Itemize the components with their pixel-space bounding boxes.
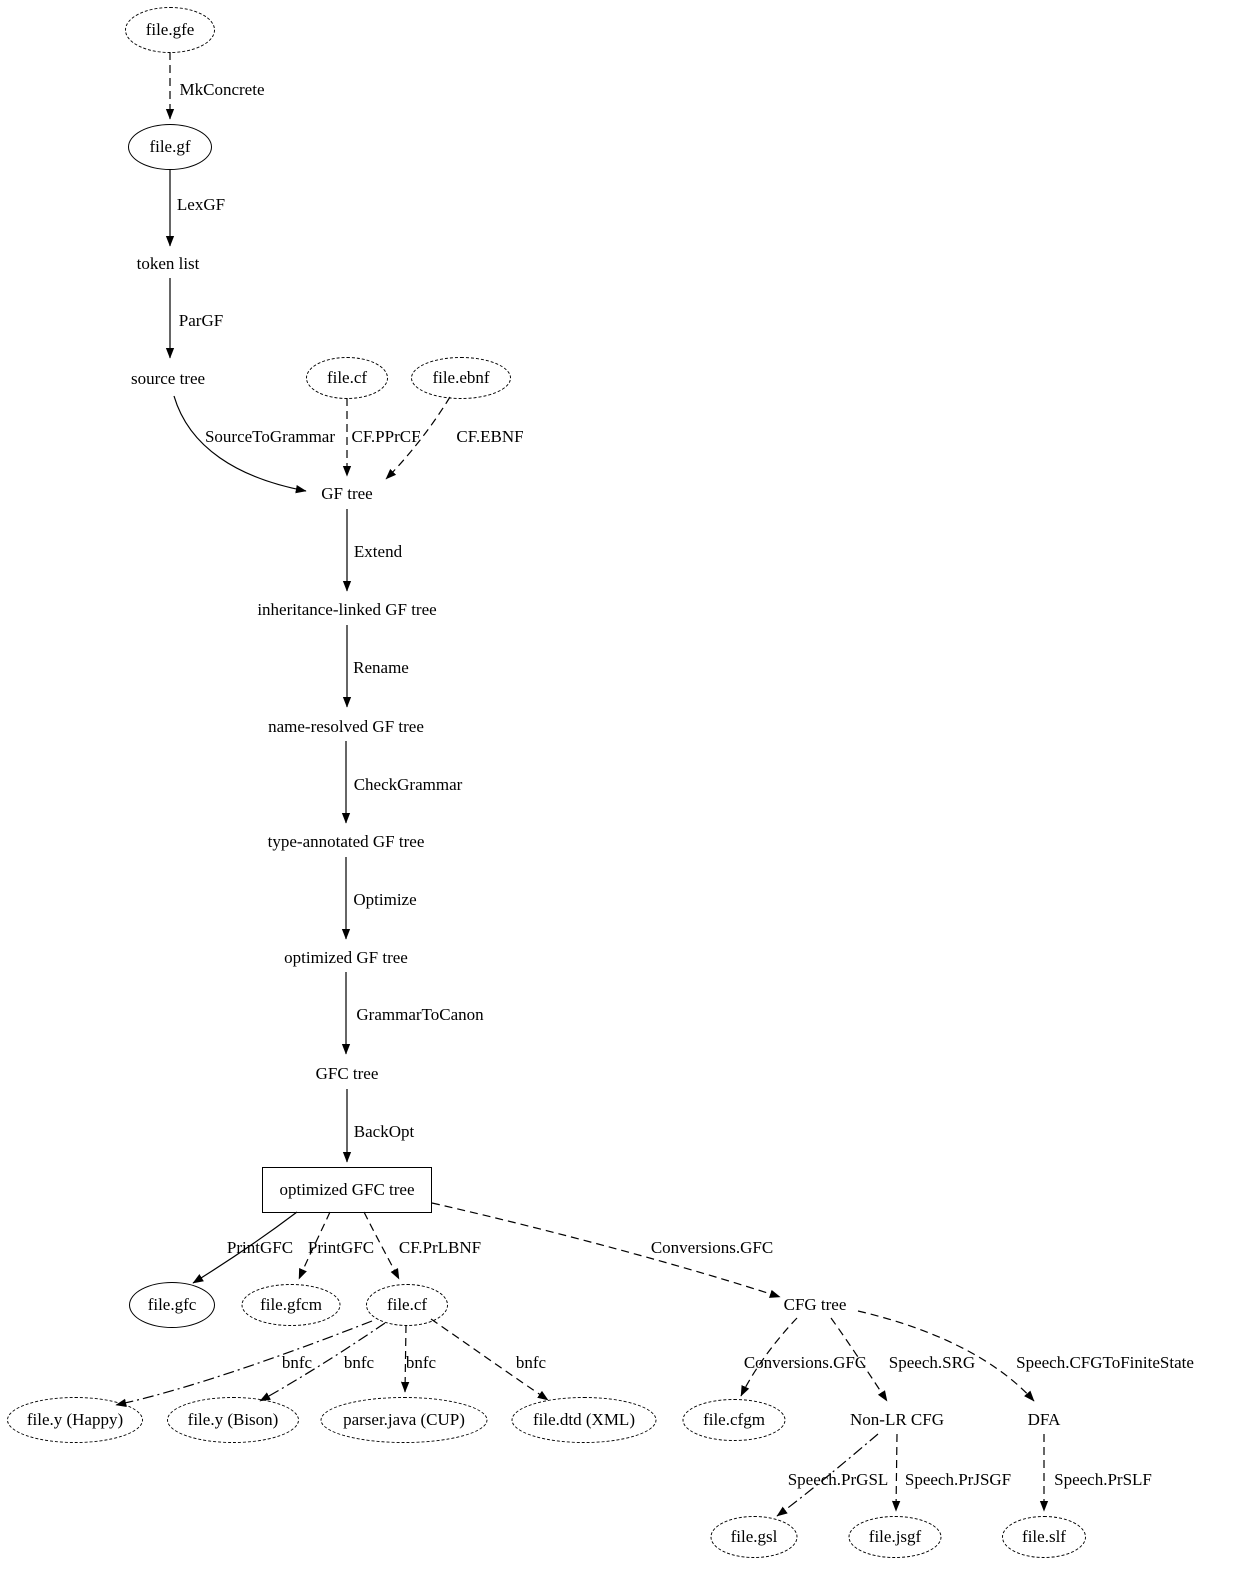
node-file-gf: file.gf: [128, 124, 212, 170]
edge-print-gfc-text: [298, 1211, 331, 1280]
edge-label-print-gfc-binary: PrintGFC: [226, 1238, 294, 1257]
edge-label-cf-ebnf: CF.EBNF: [456, 427, 524, 446]
node-file-ebnf: file.ebnf: [411, 357, 511, 399]
node-file-cf-input: file.cf: [306, 357, 388, 399]
node-type-annotated-gf-tree: type-annotated GF tree: [267, 832, 425, 851]
node-optimized-gfc-tree: optimized GFC tree: [262, 1167, 432, 1213]
edge-label-lex-gf: LexGF: [176, 195, 226, 214]
node-file-y-bison: file.y (Bison): [167, 1397, 299, 1443]
node-gfc-tree: GFC tree: [315, 1064, 379, 1083]
node-non-lr-cfg: Non-LR CFG: [850, 1410, 944, 1429]
edge-label-par-gf: ParGF: [178, 311, 224, 330]
edge-label-bnfc-dtd: bnfc: [515, 1353, 547, 1372]
node-file-cfgm: file.cfgm: [682, 1399, 786, 1441]
node-dfa: DFA: [1027, 1410, 1061, 1429]
node-file-dtd-xml: file.dtd (XML): [511, 1397, 657, 1443]
edge-bnfc-dtd: [430, 1318, 549, 1401]
edge-label-check-grammar: CheckGrammar: [353, 775, 463, 794]
node-inheritance-linked-gf-tree: inheritance-linked GF tree: [257, 600, 437, 619]
node-file-gsl: file.gsl: [710, 1516, 798, 1558]
edge-label-speech-prslf: Speech.PrSLF: [1054, 1470, 1152, 1489]
edge-cf-prlbnf: [363, 1211, 400, 1280]
edge-label-conversions-gfc-cfgm: Conversions.GFC: [743, 1353, 867, 1372]
edge-label-bnfc-happy: bnfc: [281, 1353, 313, 1372]
edge-cf-ebnf: [385, 396, 451, 480]
node-file-slf: file.slf: [1002, 1516, 1086, 1558]
node-file-cf-output: file.cf: [366, 1284, 448, 1326]
edge-label-grammar-to-canon: GrammarToCanon: [356, 1005, 484, 1024]
edge-label-cf-pprcf: CF.PPrCF: [351, 427, 421, 446]
node-parser-java-cup: parser.java (CUP): [320, 1397, 488, 1443]
node-source-tree: source tree: [130, 369, 206, 388]
node-cfg-tree: CFG tree: [783, 1295, 847, 1314]
edge-bnfc-bison: [259, 1322, 386, 1402]
edge-label-source-to-grammar: SourceToGrammar: [204, 427, 336, 446]
edge-label-bnfc-bison: bnfc: [343, 1353, 375, 1372]
edge-speech-prjsgf: [891, 1433, 901, 1512]
node-optimized-gf-tree: optimized GF tree: [284, 948, 408, 967]
edge-bnfc-cup: [400, 1324, 410, 1393]
edge-label-speech-srg: Speech.SRG: [888, 1353, 976, 1372]
node-name-resolved-gf-tree: name-resolved GF tree: [268, 717, 424, 736]
edge-label-mk-concrete: MkConcrete: [179, 80, 265, 99]
edge-bnfc-happy: [115, 1320, 373, 1407]
edge-label-print-gfc-text: PrintGFC: [307, 1238, 375, 1257]
edge-source-to-grammar: [173, 395, 307, 494]
edge-speech-cfg-to-finitestate: [857, 1310, 1035, 1402]
edge-label-speech-cfg-to-finitestate: Speech.CFGToFiniteState: [1016, 1353, 1194, 1372]
edge-label-speech-prgsl: Speech.PrGSL: [787, 1470, 889, 1489]
edge-speech-prgsl: [776, 1433, 879, 1517]
node-file-gfc: file.gfc: [129, 1282, 215, 1328]
node-file-jsgf: file.jsgf: [848, 1516, 942, 1558]
edge-label-optimize: Optimize: [353, 890, 417, 909]
edge-label-bnfc-cup: bnfc: [405, 1353, 437, 1372]
edge-label-rename: Rename: [353, 658, 409, 677]
edge-label-back-opt: BackOpt: [353, 1122, 415, 1141]
edge-label-speech-prjsgf: Speech.PrJSGF: [904, 1470, 1012, 1489]
edge-label-cf-prlbnf: CF.PrLBNF: [398, 1238, 482, 1257]
node-file-gfe: file.gfe: [125, 7, 215, 53]
edge-label-extend: Extend: [353, 542, 403, 561]
node-file-y-happy: file.y (Happy): [7, 1397, 143, 1443]
node-gf-tree: GF tree: [321, 484, 373, 503]
edge-print-gfc-binary: [192, 1211, 298, 1284]
node-file-gfcm: file.gfcm: [241, 1284, 341, 1326]
edge-label-conversions-gfc: Conversions.GFC: [650, 1238, 774, 1257]
node-token-list: token list: [136, 254, 200, 273]
